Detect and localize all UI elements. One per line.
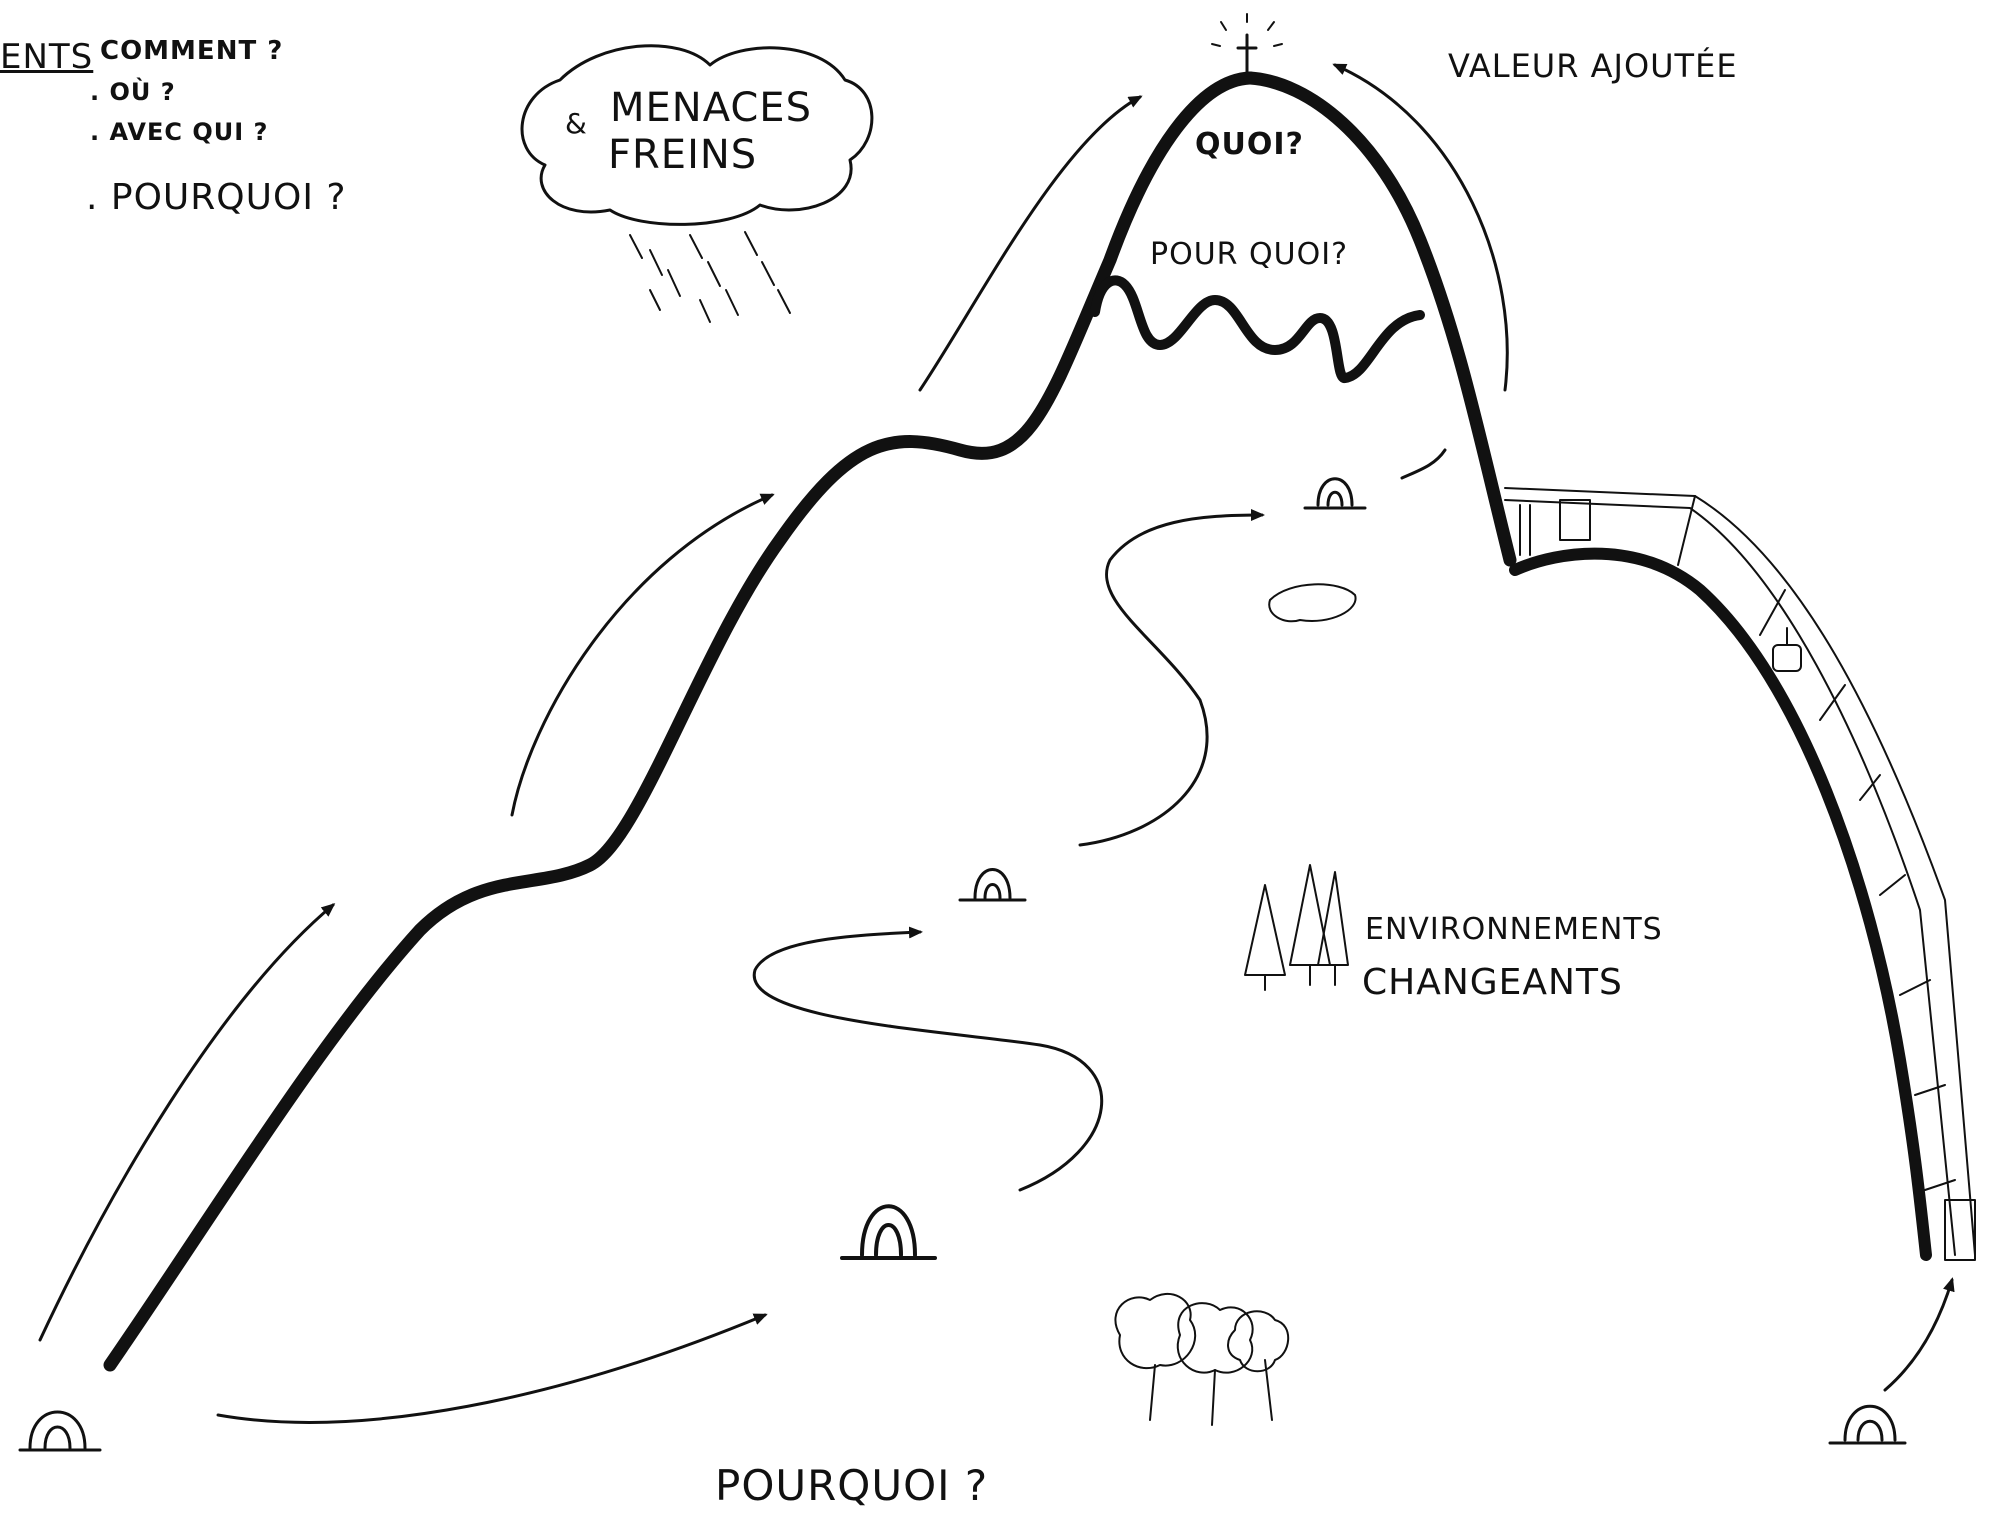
mountain-right-slope — [1515, 554, 1926, 1255]
arrow-upper-left — [920, 97, 1140, 390]
question-comment: COMMENT ? — [100, 38, 283, 64]
summit-label-quoi: QUOI? — [1195, 130, 1304, 160]
arrow-base-left — [40, 905, 333, 1340]
winding-path-lower — [754, 932, 1101, 1190]
question-ou: . OÙ ? — [90, 80, 176, 104]
arrow-bottom-path — [218, 1315, 765, 1422]
question-avec-qui: . AVEC QUI ? — [90, 120, 268, 144]
cloud-label-menaces: MENACES — [610, 88, 812, 128]
shelter-icon-high — [1305, 479, 1365, 508]
mountain-left-ridge — [110, 78, 1250, 1365]
question-pourquoi: . POURQUOI ? — [86, 180, 346, 216]
shelter-icon-low — [842, 1206, 935, 1258]
arrow-mid-left — [512, 495, 772, 815]
leafy-trees-icon — [1115, 1294, 1288, 1425]
cloud-label-freins: FREINS — [608, 135, 757, 175]
summit-cross-icon — [1212, 14, 1282, 75]
summit-label-pour-quoi: POUR QUOI? — [1150, 240, 1348, 270]
shelter-icon-base-right — [1830, 1406, 1905, 1443]
campfire-scribble-icon — [1269, 584, 1355, 621]
environment-label-line1: ENVIRONNEMENTS — [1365, 915, 1663, 945]
cable-car-icon — [1505, 488, 1975, 1260]
cloud-label-prefix: & — [565, 110, 588, 138]
path-dash-upper — [1402, 450, 1445, 478]
bottom-pourquoi-label: POURQUOI ? — [715, 1465, 988, 1507]
environment-label-line2: CHANGEANTS — [1362, 965, 1623, 1001]
shelter-icon-mid — [960, 870, 1025, 901]
value-added-label: VALEUR AJOUTÉE — [1448, 50, 1738, 82]
rain-icon — [630, 232, 790, 322]
pine-trees-icon — [1245, 865, 1348, 990]
arrow-base-right — [1885, 1280, 1952, 1390]
shelter-icon-base-left — [20, 1412, 100, 1450]
winding-path-upper — [1080, 515, 1262, 845]
snow-line — [1095, 280, 1420, 378]
questions-heading: ENTS — [0, 40, 93, 74]
